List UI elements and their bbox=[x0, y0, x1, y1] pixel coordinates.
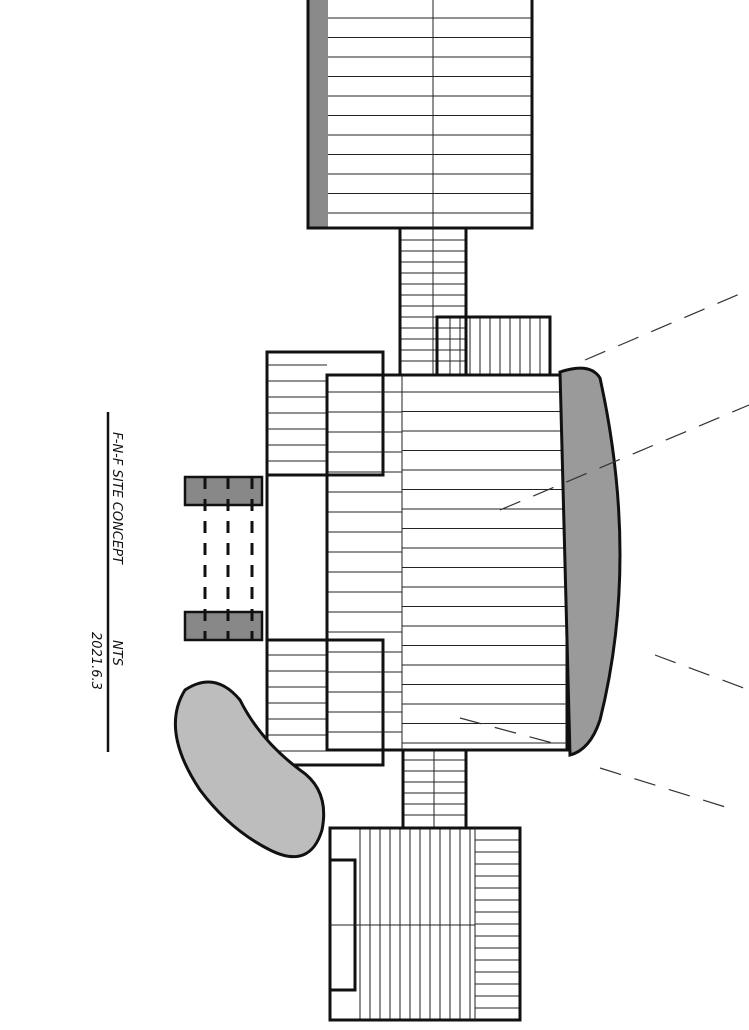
pergola-post-north bbox=[183, 475, 264, 507]
entry-annex bbox=[435, 315, 552, 377]
pergola-beams bbox=[203, 477, 254, 640]
drawing-date: 2021.6.3 bbox=[88, 632, 103, 690]
north-building-shaded-strip bbox=[308, 0, 328, 228]
west-wing-south bbox=[265, 638, 385, 767]
west-wing-north bbox=[265, 350, 385, 477]
sight-lines bbox=[459, 289, 749, 811]
scale-note: NTS bbox=[109, 640, 124, 666]
kidney-pond bbox=[173, 680, 326, 859]
curved-canopy bbox=[558, 366, 622, 757]
pergola-post-south bbox=[183, 610, 264, 642]
drawing-title: F-N-F SITE CONCEPT bbox=[109, 432, 124, 565]
